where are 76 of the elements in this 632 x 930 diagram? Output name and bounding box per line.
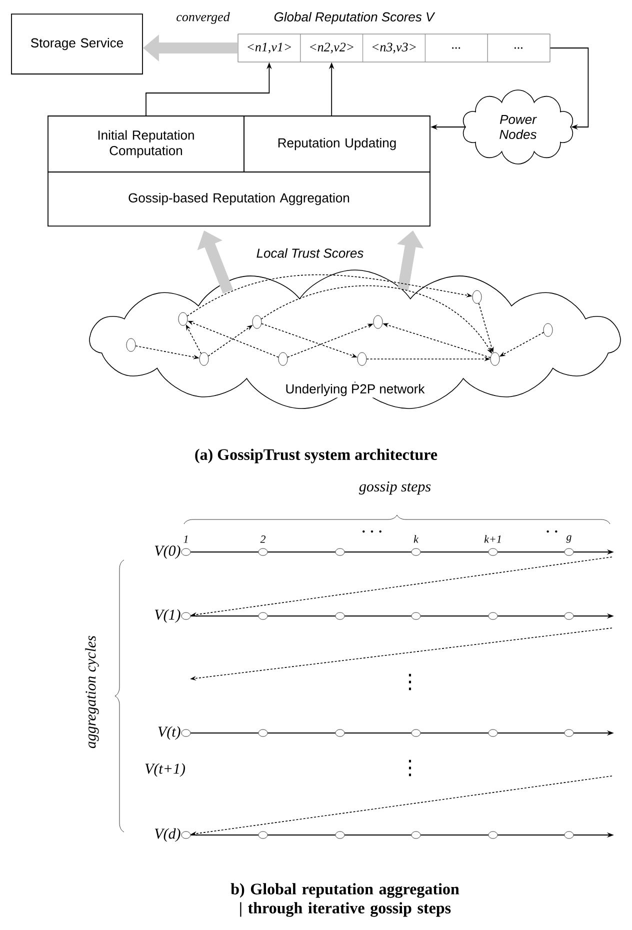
step-node <box>488 612 498 620</box>
service-box: Storage Service <box>11 14 143 74</box>
caption: (a) GossipTrust system architecture <box>195 448 438 464</box>
step-node <box>488 831 498 839</box>
step-number: k+1 <box>484 535 501 543</box>
step-node <box>258 548 268 556</box>
step-node <box>411 729 421 737</box>
step-number: g <box>566 535 572 543</box>
arrow <box>550 48 589 130</box>
score-cell: ... <box>487 34 550 62</box>
step-node <box>564 729 574 737</box>
caption: b) Global reputation aggregation | through iterative gossip steps <box>230 883 460 917</box>
cycle-label: V(1) <box>154 609 180 623</box>
peer-node <box>373 315 383 329</box>
peer-node <box>178 312 188 326</box>
vertical-ellipsis: ⋮ <box>408 760 412 776</box>
peer-node <box>472 290 482 304</box>
step-node <box>181 729 191 737</box>
step-node <box>181 831 191 839</box>
step-node <box>335 548 345 556</box>
connector-line <box>267 732 336 734</box>
connector-line <box>190 834 259 836</box>
module-box: Gossip-based Reputation Aggregation <box>48 172 430 226</box>
module-box: Reputation Updating <box>244 116 430 172</box>
cycle-label: V(t) <box>158 726 180 740</box>
power-nodes-cloud: Power Nodes <box>462 90 574 164</box>
step-node <box>181 612 191 620</box>
step-node <box>258 612 268 620</box>
peer-node <box>490 352 500 366</box>
brace-label: aggregation cycles <box>85 636 99 748</box>
step-node <box>411 831 421 839</box>
connector-line <box>344 732 412 734</box>
connector-line <box>497 834 565 836</box>
step-number: 1 <box>184 536 188 543</box>
step-number: 2 <box>260 536 266 543</box>
peer-node <box>543 323 553 337</box>
step-node <box>181 548 191 556</box>
step-node <box>564 831 574 839</box>
vertical-ellipsis: ⋮ <box>408 674 412 690</box>
step-node <box>258 831 268 839</box>
step-node <box>564 612 574 620</box>
step-node <box>335 612 345 620</box>
score-cell: <n1,v1> <box>238 34 301 62</box>
peer-node <box>126 338 136 352</box>
connector-line <box>420 834 489 836</box>
cycle-label: V(0) <box>154 545 180 559</box>
connector-line <box>497 732 565 734</box>
peer-node <box>252 315 262 329</box>
step-node <box>335 729 345 737</box>
step-node <box>411 612 421 620</box>
score-cell: <n2,v2> <box>300 34 363 62</box>
ellipsis: · · <box>546 530 558 533</box>
step-node <box>258 729 268 737</box>
step-node <box>411 548 421 556</box>
edge-label: converged <box>174 10 232 26</box>
module-box: Initial Reputation Computation <box>48 116 244 172</box>
peer-node <box>357 352 367 366</box>
cycle-label: V(d) <box>154 828 180 842</box>
score-cell: ... <box>425 34 488 62</box>
connector-line <box>267 834 336 836</box>
score-cell: <n3,v3> <box>362 34 426 62</box>
step-node <box>488 729 498 737</box>
step-node <box>488 548 498 556</box>
peer-node <box>199 352 209 366</box>
edge-label: Local Trust Scores <box>254 246 366 260</box>
connector-line <box>190 732 259 734</box>
connector-line <box>420 732 489 734</box>
cycle-label: V(t+1) <box>145 763 186 777</box>
ellipsis: · · · <box>362 530 382 533</box>
peer-node <box>278 352 288 366</box>
brace-label: gossip steps <box>358 481 431 495</box>
step-node <box>335 831 345 839</box>
step-node <box>564 548 574 556</box>
node-label: Global Reputation Scores V <box>274 12 436 24</box>
connector-line <box>344 834 412 836</box>
step-number: k <box>414 535 419 543</box>
